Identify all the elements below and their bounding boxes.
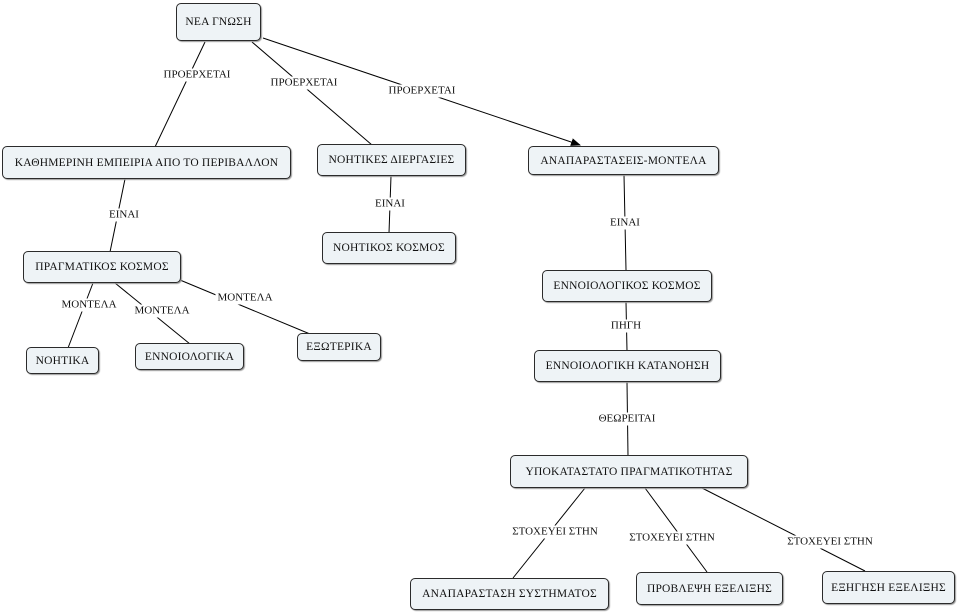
concept-node-ennoiologikos-kosmos[interactable]: ΕΝΝΟΙΟΛΟΓΙΚΟΣ ΚΟΣΜΟΣ bbox=[542, 270, 712, 302]
concept-node-nea-gnosi[interactable]: ΝΕΑ ΓΝΩΣΗ bbox=[176, 3, 261, 41]
link-label-stoxeyei: ΣΤΟΧΕΥΕΙ ΣΤΗΝ bbox=[627, 531, 717, 545]
concept-node-ennoiologika[interactable]: ΕΝΝΟΙΟΛΟΓΙΚΑ bbox=[135, 343, 244, 370]
link-label-einai: ΕΙΝΑΙ bbox=[373, 197, 407, 211]
link-label-proerxetai: ΠΡΟΕΡΧΕΤΑΙ bbox=[268, 76, 340, 90]
link-label-pigi: ΠΗΓΗ bbox=[608, 319, 644, 333]
link-label-montela: ΜΟΝΤΕΛΑ bbox=[215, 291, 275, 305]
link-label-stoxeyei: ΣΤΟΧΕΥΕΙ ΣΤΗΝ bbox=[510, 525, 600, 539]
link-label-proerxetai: ΠΡΟΕΡΧΕΤΑΙ bbox=[386, 84, 458, 98]
concept-node-ennoiologiki-katanoisi[interactable]: ΕΝΝΟΙΟΛΟΓΙΚΗ ΚΑΤΑΝΟΗΣΗ bbox=[534, 350, 721, 382]
edge-pragmatikos-exoterika bbox=[179, 279, 311, 335]
link-label-einai: ΕΙΝΑΙ bbox=[608, 216, 642, 230]
edge-nea-noitikes bbox=[251, 41, 373, 146]
concept-node-exoterika[interactable]: ΕΞΩΤΕΡΙΚΑ bbox=[297, 333, 381, 361]
link-label-proerxetai: ΠΡΟΕΡΧΕΤΑΙ bbox=[161, 68, 233, 82]
edge-pragmatikos-noitika bbox=[67, 282, 94, 349]
concept-node-noitikes-diergasies[interactable]: ΝΟΗΤΙΚΕΣ ΔΙΕΡΓΑΣΙΕΣ bbox=[317, 144, 466, 176]
link-label-montela: ΜΟΝΤΕΛΑ bbox=[132, 304, 192, 318]
link-label-theoreitai: ΘΕΩΡΕΙΤΑΙ bbox=[596, 412, 658, 426]
concept-node-provlepsi-exelixis[interactable]: ΠΡΟΒΛΕΨΗ ΕΞΕΛΙΞΗΣ bbox=[636, 572, 783, 605]
concept-node-pragmatikos-kosmos[interactable]: ΠΡΑΓΜΑΤΙΚΟΣ ΚΟΣΜΟΣ bbox=[23, 251, 181, 283]
concept-node-noitika[interactable]: ΝΟΗΤΙΚΑ bbox=[26, 347, 99, 374]
concept-node-kathimerini-empeiria[interactable]: ΚΑΘΗΜΕΡΙΝΗ ΕΜΠΕΙΡΙΑ ΑΠΟ ΤΟ ΠΕΡΙΒΑΛΛΟΝ bbox=[2, 146, 291, 179]
concept-node-ypokatastato-pragmatikotitas[interactable]: ΥΠΟΚΑΤΑΣΤΑΤΟ ΠΡΑΓΜΑΤΙΚΟΤΗΤΑΣ bbox=[510, 455, 748, 488]
edge-ypokatastato-exigisi bbox=[701, 487, 866, 572]
link-label-montela: ΜΟΝΤΕΛΑ bbox=[59, 298, 119, 312]
concept-node-exigisi-exelixis[interactable]: ΕΞΗΓΗΣΗ ΕΞΕΛΙΞΗΣ bbox=[822, 571, 955, 604]
link-label-stoxeyei: ΣΤΟΧΕΥΕΙ ΣΤΗΝ bbox=[785, 535, 875, 549]
edge-ypokatastato-provlepsi bbox=[644, 487, 708, 573]
concept-node-anaparastasi-systimatos[interactable]: ΑΝΑΠΑΡΑΣΤΑΣΗ ΣΥΣΤΗΜΑΤΟΣ bbox=[410, 578, 609, 610]
concept-node-noitikos-kosmos[interactable]: ΝΟΗΤΙΚΟΣ ΚΟΣΜΟΣ bbox=[322, 232, 456, 264]
link-label-einai: ΕΙΝΑΙ bbox=[107, 208, 141, 222]
concept-node-anaparastaseis-montela[interactable]: ΑΝΑΠΑΡΑΣΤΑΣΕΙΣ-ΜΟΝΤΕΛΑ bbox=[528, 146, 719, 175]
edge-nea-kathimerini bbox=[154, 41, 206, 148]
